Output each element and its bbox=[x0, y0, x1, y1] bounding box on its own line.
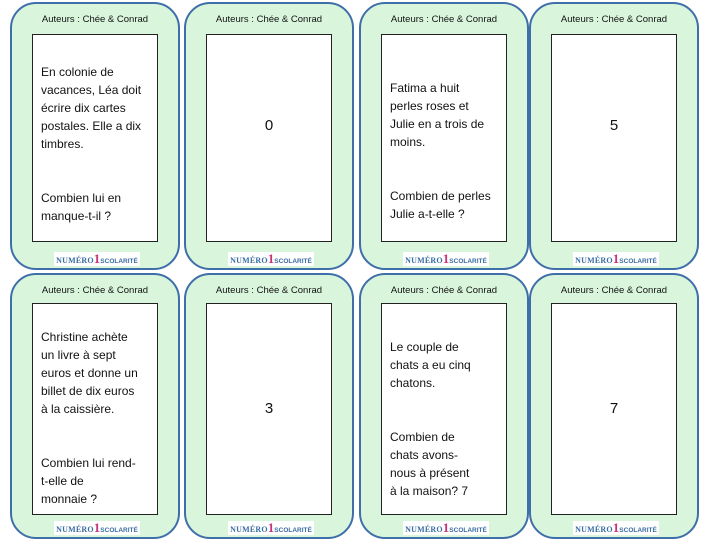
card-content-box: 0 bbox=[206, 34, 332, 242]
numero1-scolarite-logo: NUMÉRO1SCOLARITÉ bbox=[54, 521, 140, 535]
numero1-scolarite-logo: NUMÉRO1SCOLARITÉ bbox=[54, 252, 140, 266]
card-authors: Auteurs : Chée & Conrad bbox=[41, 285, 149, 296]
card-authors: Auteurs : Chée & Conrad bbox=[215, 285, 323, 296]
problem-card-2: Auteurs : Chée & Conrad Fatima a huit pe… bbox=[359, 2, 529, 270]
problem-text: En colonie de vacances, Léa doit écrire … bbox=[41, 65, 142, 223]
answer-value: 7 bbox=[609, 400, 619, 417]
problem-text: Le couple de chats a eu cinq chatons. Co… bbox=[390, 340, 471, 498]
card-content-box: 3 bbox=[206, 303, 332, 515]
numero1-scolarite-logo: NUMÉRO1SCOLARITÉ bbox=[403, 521, 489, 535]
answer-card-4: Auteurs : Chée & Conrad 7 NUMÉRO1SCOLARI… bbox=[529, 273, 699, 539]
answer-card-2: Auteurs : Chée & Conrad 5 NUMÉRO1SCOLARI… bbox=[529, 2, 699, 270]
card-authors: Auteurs : Chée & Conrad bbox=[41, 14, 149, 25]
card-content-box: Fatima a huit perles roses et Julie en a… bbox=[381, 34, 507, 242]
card-content-box: 7 bbox=[551, 303, 677, 515]
problem-text: Christine achète un livre à sept euros e… bbox=[41, 330, 138, 506]
numero1-scolarite-logo: NUMÉRO1SCOLARITÉ bbox=[403, 252, 489, 266]
card-content-box: Christine achète un livre à sept euros e… bbox=[32, 303, 158, 515]
card-content-box: 5 bbox=[551, 34, 677, 242]
answer-value: 5 bbox=[609, 117, 619, 134]
problem-card-3: Auteurs : Chée & Conrad Christine achète… bbox=[10, 273, 180, 539]
card-authors: Auteurs : Chée & Conrad bbox=[560, 14, 668, 25]
problem-card-1: Auteurs : Chée & Conrad En colonie de va… bbox=[10, 2, 180, 270]
card-authors: Auteurs : Chée & Conrad bbox=[215, 14, 323, 25]
card-content-box: Le couple de chats a eu cinq chatons. Co… bbox=[381, 303, 507, 515]
numero1-scolarite-logo: NUMÉRO1SCOLARITÉ bbox=[573, 521, 659, 535]
problem-text: Fatima a huit perles roses et Julie en a… bbox=[390, 81, 491, 221]
card-content-box: En colonie de vacances, Léa doit écrire … bbox=[32, 34, 158, 242]
numero1-scolarite-logo: NUMÉRO1SCOLARITÉ bbox=[228, 252, 314, 266]
card-authors: Auteurs : Chée & Conrad bbox=[560, 285, 668, 296]
card-authors: Auteurs : Chée & Conrad bbox=[390, 285, 498, 296]
answer-value: 0 bbox=[264, 117, 274, 134]
numero1-scolarite-logo: NUMÉRO1SCOLARITÉ bbox=[573, 252, 659, 266]
problem-card-4: Auteurs : Chée & Conrad Le couple de cha… bbox=[359, 273, 529, 539]
answer-value: 3 bbox=[264, 400, 274, 417]
numero1-scolarite-logo: NUMÉRO1SCOLARITÉ bbox=[228, 521, 314, 535]
card-authors: Auteurs : Chée & Conrad bbox=[390, 14, 498, 25]
answer-card-1: Auteurs : Chée & Conrad 0 NUMÉRO1SCOLARI… bbox=[184, 2, 354, 270]
answer-card-3: Auteurs : Chée & Conrad 3 NUMÉRO1SCOLARI… bbox=[184, 273, 354, 539]
